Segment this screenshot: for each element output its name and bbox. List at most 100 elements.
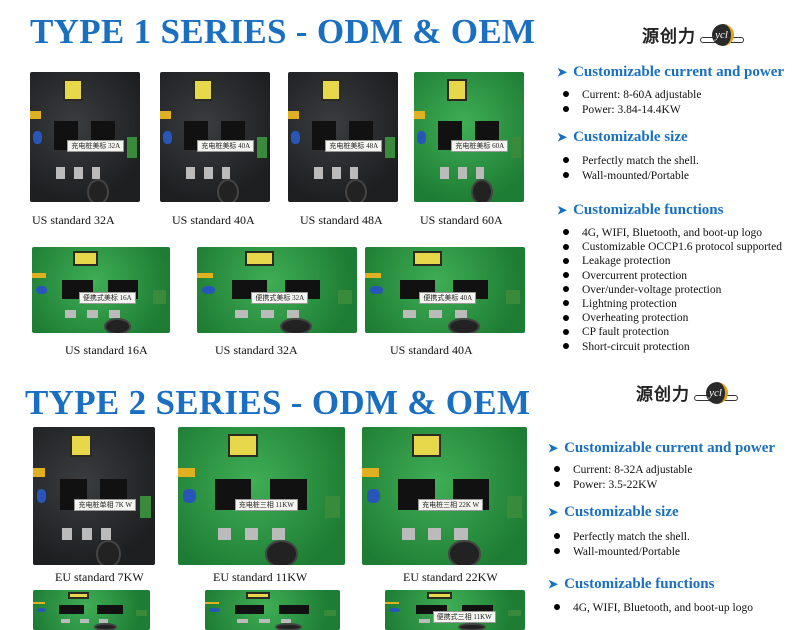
current-transformer	[96, 540, 121, 565]
pcb-board-image: 充电桩美标 32A	[30, 72, 140, 202]
bullet-icon	[563, 229, 569, 236]
relay	[415, 605, 447, 614]
capacitor	[365, 272, 381, 278]
feature-item: Over/under-voltage protection	[563, 284, 721, 296]
bullet-icon	[563, 328, 569, 335]
feature-item: Power: 3.84-14.4KW	[563, 104, 681, 116]
transformer	[245, 251, 274, 266]
terminal-block	[135, 610, 147, 617]
board-sticker: 便携式美标 32A	[251, 291, 309, 304]
board-sticker: 便携式美标 16A	[78, 291, 136, 304]
feature-item: Perfectly match the shell.	[554, 531, 690, 543]
board-sticker: 充电桩三相 22K W	[418, 498, 484, 511]
arrow-icon: ➤	[557, 65, 568, 79]
capacitor	[33, 130, 43, 144]
transformer	[73, 251, 99, 266]
capacitor	[32, 272, 46, 278]
pcb-board-image: 便携式美标 32A	[197, 247, 357, 333]
transformer	[321, 78, 341, 101]
board-caption: US standard 40A	[172, 213, 255, 227]
capacitor	[33, 602, 45, 605]
feature-item: Overheating protection	[563, 312, 688, 324]
pcb-board-image: 充电桩美标 48A	[288, 72, 398, 202]
bullet-icon	[563, 314, 569, 321]
relay	[97, 605, 124, 614]
capacitor	[417, 130, 427, 144]
current-transformer	[457, 622, 486, 630]
bullet-icon	[563, 171, 569, 178]
current-transformer	[447, 540, 481, 565]
feature-heading: ➤Customizable current and power	[557, 64, 785, 80]
board-caption: EU standard 7KW	[55, 570, 144, 584]
type2-title: TYPE 2 SERIES - ODM & OEM	[25, 383, 531, 422]
transformer	[69, 433, 92, 458]
board-caption: US standard 32A	[32, 213, 115, 227]
capacitor	[163, 130, 173, 144]
bullet-icon	[554, 547, 560, 554]
capacitor	[366, 489, 381, 503]
board-caption: US standard 48A	[300, 213, 383, 227]
feature-item: 4G, WIFI, Bluetooth, and boot-up logo	[563, 227, 762, 239]
pcb-board-image	[205, 590, 340, 630]
current-transformer	[87, 178, 110, 202]
pcb-board-image: 充电桩单相 7K W	[33, 427, 155, 565]
terminal-block	[256, 137, 267, 158]
arrow-icon: ➤	[557, 203, 568, 217]
terminal-block	[323, 610, 336, 617]
capacitor	[183, 489, 197, 503]
arrow-icon: ➤	[548, 577, 559, 591]
pcb-board-image	[33, 590, 150, 630]
bullet-icon	[563, 342, 569, 349]
current-transformer	[280, 317, 313, 333]
relay	[279, 605, 309, 614]
capacitor	[205, 602, 219, 605]
terminal-block	[337, 290, 353, 304]
bullet-icon	[554, 604, 560, 611]
pcb-board-image: 充电桩三相 11KW	[178, 427, 345, 565]
transformer	[68, 592, 90, 599]
bullet-icon	[554, 533, 560, 540]
feature-item: Power: 3.5-22KW	[554, 479, 657, 491]
board-caption: EU standard 11KW	[213, 570, 308, 584]
board-sticker: 充电桩美标 48A	[325, 139, 383, 152]
brand-logo: 源创力 ycl	[636, 380, 738, 405]
transformer	[193, 78, 213, 101]
feature-item: Leakage protection	[563, 255, 670, 267]
feature-heading: ➤Customizable functions	[548, 576, 715, 592]
relay	[234, 605, 265, 614]
bullet-icon	[563, 271, 569, 278]
arrow-icon: ➤	[548, 441, 559, 455]
board-sticker: 充电桩单相 7K W	[74, 498, 137, 511]
capacitor	[36, 608, 46, 612]
logo-mark-icon: ycl	[700, 23, 744, 46]
logo-text: 源创力	[636, 385, 690, 404]
capacitor	[209, 608, 220, 612]
bullet-icon	[554, 466, 560, 473]
bullet-icon	[563, 243, 569, 250]
board-caption: US standard 32A	[215, 343, 298, 357]
pcb-board-image: 充电桩美标 40A	[160, 72, 270, 202]
feature-item: Current: 8-60A adjustable	[563, 89, 701, 101]
pcb-board-image: 便携式三相 11KW	[385, 590, 525, 630]
bullet-icon	[554, 480, 560, 487]
feature-item: Perfectly match the shell.	[563, 155, 699, 167]
transformer	[447, 78, 467, 101]
board-caption: US standard 60A	[420, 213, 503, 227]
capacitor	[414, 111, 425, 119]
feature-item: Short-circuit protection	[563, 341, 690, 353]
feature-heading: ➤Customizable current and power	[548, 440, 776, 456]
terminal-block	[140, 496, 152, 519]
logo-text: 源创力	[642, 27, 696, 46]
capacitor	[291, 130, 301, 144]
terminal-block	[153, 290, 166, 304]
arrow-icon: ➤	[557, 130, 568, 144]
feature-heading: ➤Customizable functions	[557, 202, 724, 218]
feature-item: Current: 8-32A adjustable	[554, 464, 692, 476]
type1-title: TYPE 1 SERIES - ODM & OEM	[30, 12, 536, 51]
terminal-block	[508, 610, 521, 617]
feature-item: Lightning protection	[563, 298, 677, 310]
bullet-icon	[563, 300, 569, 307]
board-caption: US standard 16A	[65, 343, 148, 357]
terminal-block	[507, 496, 523, 519]
capacitor	[36, 285, 48, 295]
